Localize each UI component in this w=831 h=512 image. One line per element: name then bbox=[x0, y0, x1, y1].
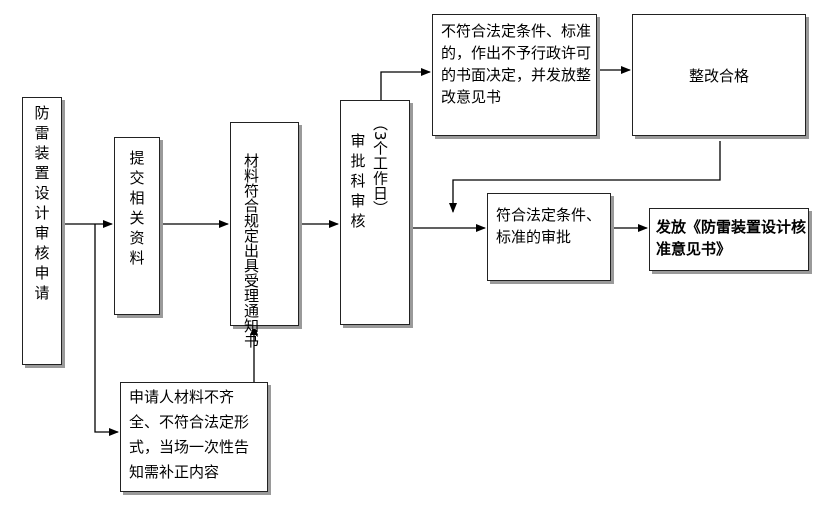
node-rectify: 整改合格 bbox=[632, 14, 806, 136]
arrow-apply-to-incomplete bbox=[94, 224, 119, 436]
arrow-rectify-to-approve bbox=[449, 141, 721, 213]
node-apply: 防雷装置设计审核申请 bbox=[22, 97, 62, 365]
node-reject: 不符合法定条件、标准的，作出不予行政许可的书面决定，并发放整改意见书 bbox=[432, 14, 597, 136]
node-rectify-text: 整改合格 bbox=[688, 67, 749, 85]
node-submit-text: 提交相关资料 bbox=[129, 149, 145, 267]
node-incomplete-text: 申请人材料不齐全、不符合法定形式，当场一次性告知需补正内容 bbox=[129, 388, 250, 481]
node-review: 审批科审核 （3个工作日） bbox=[340, 100, 410, 325]
node-approve-text: 符合法定条件、标准的审批 bbox=[496, 206, 602, 246]
node-issue-text: 发放《防雷装置设计核准意见书》 bbox=[656, 218, 807, 258]
arrow-review-to-reject bbox=[380, 68, 431, 100]
node-apply-text: 防雷装置设计审核申请 bbox=[34, 104, 50, 302]
node-review-title: 审批科审核 bbox=[350, 132, 366, 230]
node-issue: 发放《防雷装置设计核准意见书》 bbox=[649, 208, 809, 271]
node-reject-text: 不符合法定条件、标准的，作出不予行政许可的书面决定，并发放整改意见书 bbox=[441, 22, 592, 106]
node-incomplete: 申请人材料不齐全、不符合法定形式，当场一次性告知需补正内容 bbox=[120, 382, 268, 492]
node-approve: 符合法定条件、标准的审批 bbox=[487, 193, 611, 281]
node-review-note: （3个工作日） bbox=[371, 116, 389, 216]
node-notice: 材料符合规定出具受理通知书 bbox=[230, 122, 299, 348]
node-notice-text: 材料符合规定出具受理通知书 bbox=[242, 153, 260, 348]
node-submit: 提交相关资料 bbox=[114, 137, 160, 315]
